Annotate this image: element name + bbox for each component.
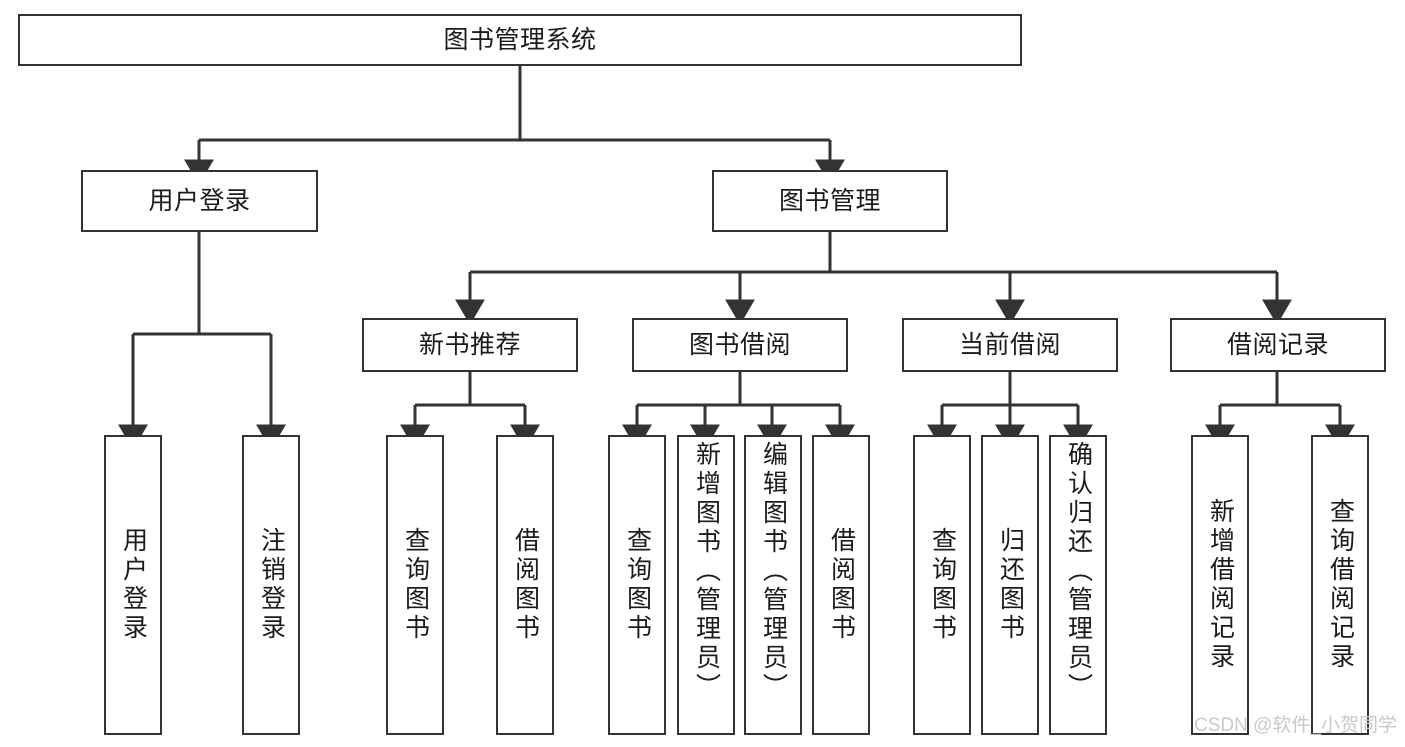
node-book-management[interactable]: 图书管理 — [712, 170, 948, 232]
leaf-borrow-borrow-book-label: 借阅图书 — [827, 527, 856, 643]
leaf-record-add-record-label: 新增借阅记录 — [1206, 498, 1235, 672]
leaf-current-confirm-return-admin-label: 确认归还（管理员） — [1064, 441, 1093, 702]
leaf-user-login-login-label: 用户登录 — [119, 527, 148, 643]
leaf-current-return-book-label: 归还图书 — [996, 527, 1025, 643]
leaf-current-return-book[interactable]: 归还图书 — [981, 435, 1039, 735]
node-borrow-record-label: 借阅记录 — [1226, 331, 1329, 359]
leaf-current-confirm-return-admin[interactable]: 确认归还（管理员） — [1049, 435, 1107, 735]
node-current-borrow-label: 当前借阅 — [958, 331, 1061, 359]
node-new-book-recommend-label: 新书推荐 — [418, 331, 521, 359]
node-book-borrow-label: 图书借阅 — [688, 331, 791, 359]
node-root[interactable]: 图书管理系统 — [18, 14, 1022, 66]
leaf-recommend-query-book-label: 查询图书 — [401, 527, 430, 643]
leaf-record-query-record-label: 查询借阅记录 — [1326, 498, 1355, 672]
node-book-management-label: 图书管理 — [778, 187, 881, 215]
leaf-record-query-record[interactable]: 查询借阅记录 — [1311, 435, 1369, 735]
leaf-user-login-login[interactable]: 用户登录 — [104, 435, 162, 735]
csdn-watermark: CSDN @软件_小贺同学 — [1194, 715, 1397, 736]
leaf-recommend-borrow-book[interactable]: 借阅图书 — [496, 435, 554, 735]
leaf-borrow-add-book-admin-label: 新增图书（管理员） — [692, 441, 721, 702]
leaf-recommend-query-book[interactable]: 查询图书 — [386, 435, 444, 735]
leaf-borrow-edit-book-admin[interactable]: 编辑图书（管理员） — [744, 435, 802, 735]
leaf-borrow-borrow-book[interactable]: 借阅图书 — [812, 435, 870, 735]
leaf-borrow-query-book-label: 查询图书 — [623, 527, 652, 643]
leaf-current-query-book[interactable]: 查询图书 — [913, 435, 971, 735]
leaf-current-query-book-label: 查询图书 — [928, 527, 957, 643]
leaf-recommend-borrow-book-label: 借阅图书 — [511, 527, 540, 643]
node-root-label: 图书管理系统 — [443, 26, 597, 54]
leaf-record-add-record[interactable]: 新增借阅记录 — [1191, 435, 1249, 735]
leaf-borrow-edit-book-admin-label: 编辑图书（管理员） — [759, 441, 788, 702]
leaf-user-login-logout-label: 注销登录 — [257, 527, 286, 643]
node-current-borrow[interactable]: 当前借阅 — [902, 318, 1118, 372]
node-new-book-recommend[interactable]: 新书推荐 — [362, 318, 578, 372]
node-book-borrow[interactable]: 图书借阅 — [632, 318, 848, 372]
leaf-borrow-add-book-admin[interactable]: 新增图书（管理员） — [677, 435, 735, 735]
node-borrow-record[interactable]: 借阅记录 — [1170, 318, 1386, 372]
node-user-login[interactable]: 用户登录 — [81, 170, 318, 232]
node-user-login-label: 用户登录 — [148, 187, 251, 215]
leaf-borrow-query-book[interactable]: 查询图书 — [608, 435, 666, 735]
leaf-user-login-logout[interactable]: 注销登录 — [242, 435, 300, 735]
